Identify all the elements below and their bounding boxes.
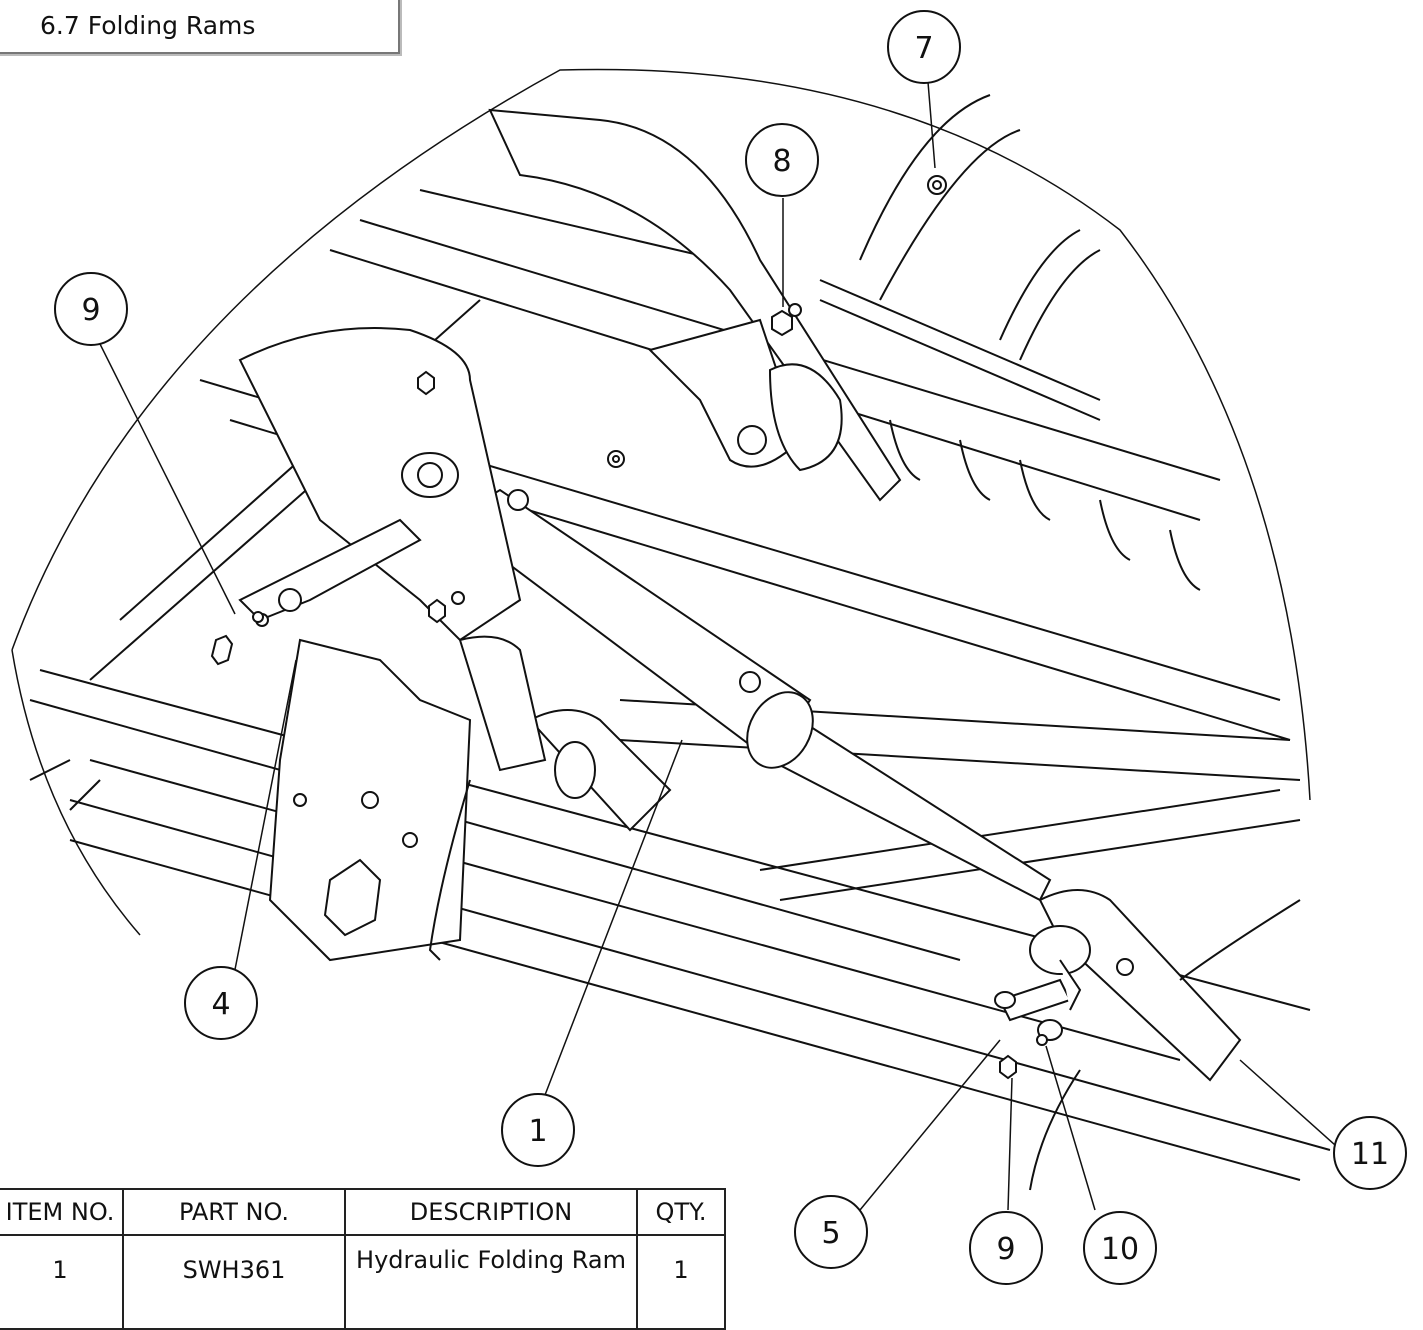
- svg-text:9: 9: [996, 1232, 1015, 1267]
- table-row: 1 SWH361 Hydraulic Folding Ram 1: [0, 1234, 726, 1330]
- bill-of-materials: ITEM NO. PART NO. DESCRIPTION QTY. 1 SWH…: [0, 1188, 726, 1330]
- upright-bracket: [488, 108, 902, 502]
- assembly-drawing: 7 8 9 4 1 5 9 10 11: [11, 10, 1407, 1285]
- bom-description: Hydraulic Folding Ram: [344, 1234, 638, 1330]
- bom-part-no: SWH361: [122, 1234, 346, 1330]
- bom-header-qty: QTY.: [636, 1188, 726, 1236]
- svg-text:10: 10: [1101, 1232, 1139, 1267]
- bom-header-description: DESCRIPTION: [344, 1188, 638, 1236]
- svg-text:11: 11: [1351, 1137, 1389, 1172]
- bom-item-no: 1: [0, 1234, 124, 1330]
- callout-5: 5: [794, 1195, 868, 1269]
- callout-1: 1: [501, 1093, 575, 1167]
- callout-9-upper: 9: [54, 272, 128, 346]
- fasteners: [210, 175, 947, 666]
- callout-9-lower: 9: [969, 1211, 1043, 1285]
- detail-boundary: [11, 68, 1311, 936]
- callout-4: 4: [184, 966, 258, 1040]
- leader-lines: [99, 81, 1336, 1211]
- svg-text:5: 5: [821, 1216, 840, 1251]
- section-title: 6.7 Folding Rams: [0, 0, 400, 54]
- disc-assembly: [819, 94, 1201, 591]
- bom-header-item: ITEM NO.: [0, 1188, 124, 1236]
- pivot-links: [238, 327, 672, 962]
- bom-header-part: PART NO.: [122, 1188, 346, 1236]
- callout-10: 10: [1083, 1211, 1157, 1285]
- svg-text:7: 7: [914, 31, 933, 66]
- svg-text:9: 9: [81, 293, 100, 328]
- bom-header-row: ITEM NO. PART NO. DESCRIPTION QTY.: [0, 1188, 726, 1236]
- svg-text:1: 1: [528, 1114, 547, 1149]
- frame-beams: [29, 189, 1331, 1181]
- section-title-text: 6.7 Folding Rams: [40, 10, 256, 40]
- svg-text:8: 8: [772, 144, 791, 179]
- svg-text:4: 4: [211, 987, 230, 1022]
- callout-8: 8: [745, 123, 819, 197]
- lower-blades: [29, 759, 1301, 1191]
- callout-7: 7: [887, 10, 961, 84]
- bom-qty: 1: [636, 1234, 726, 1330]
- end-bracket: [994, 889, 1242, 1082]
- callout-11: 11: [1333, 1116, 1407, 1190]
